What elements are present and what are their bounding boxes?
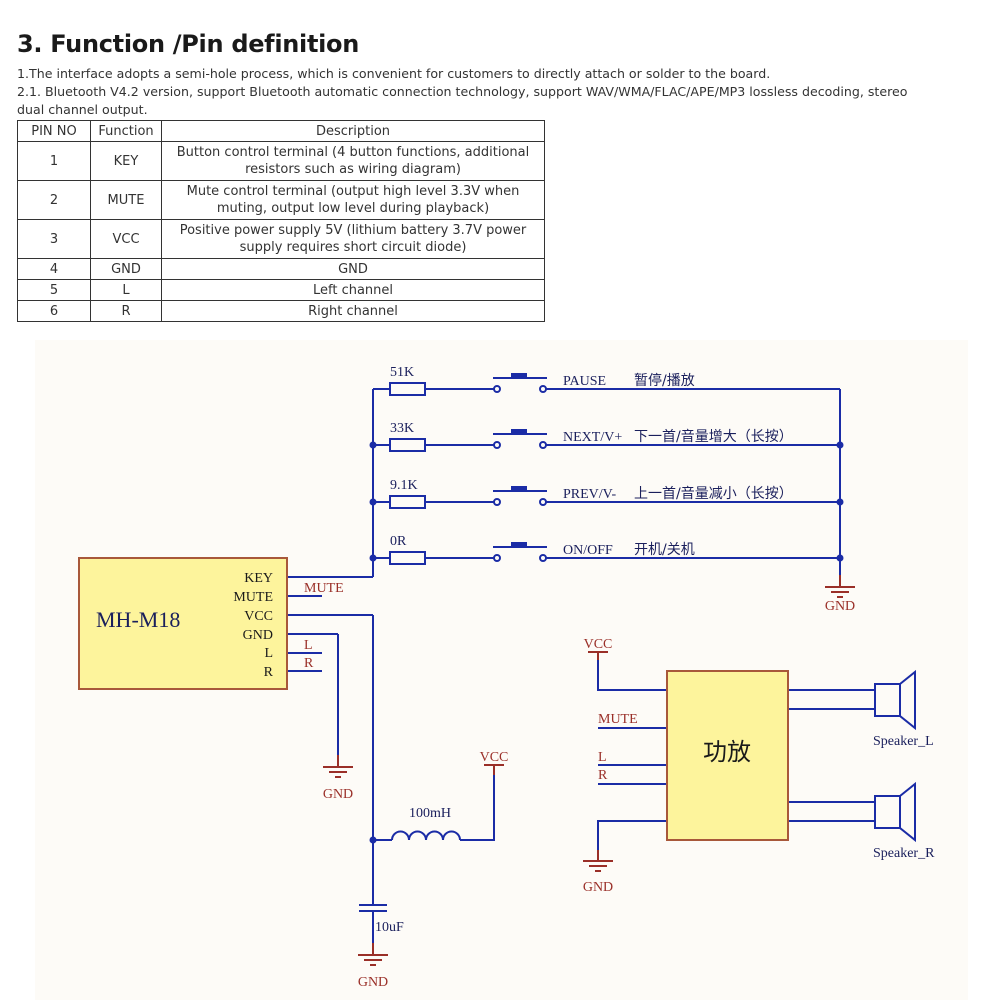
- resistor-label: 51K: [390, 365, 414, 380]
- inductor-label: 100mH: [409, 806, 451, 821]
- description-cell: GND: [161, 258, 545, 280]
- pin-label: R: [264, 665, 274, 680]
- description-cell: Mute control terminal (output high level…: [161, 180, 545, 220]
- push-button-icon: [511, 486, 527, 491]
- junction-dot: [369, 836, 377, 844]
- amplifier-name: 功放: [703, 738, 751, 766]
- speaker-r-label: Speaker_R: [873, 846, 935, 861]
- table-header-row: PIN NO Function Description: [17, 120, 545, 142]
- mh-m18-module: [78, 557, 288, 690]
- pin-label: VCC: [244, 609, 273, 624]
- description-line: resistors such as wiring diagram): [245, 162, 461, 177]
- module-name: MH-M18: [96, 607, 180, 632]
- button-row: 9.1K PREV/V- 上一首/音量减小（长按）: [369, 478, 844, 509]
- paragraph-2-cont: dual channel output.: [17, 102, 148, 117]
- pin-label: MUTE: [233, 590, 273, 605]
- description-cell: Button control terminal (4 button functi…: [161, 141, 545, 181]
- description-cell: Positive power supply 5V (lithium batter…: [161, 219, 545, 259]
- speaker-l-label: Speaker_L: [873, 734, 934, 749]
- function-cell: L: [90, 279, 162, 301]
- switch-terminal: [493, 441, 501, 449]
- pin-cell: 3: [17, 219, 91, 259]
- amp-r-label: R: [598, 768, 608, 783]
- vcc-label: VCC: [584, 637, 613, 652]
- amp-vcc-wire: [597, 660, 667, 691]
- button-row: 51K PAUSE 暂停/播放: [373, 365, 840, 396]
- button-function-cn: 下一首/音量增大（长按）: [634, 428, 793, 445]
- gnd-label: GND: [358, 975, 388, 990]
- button-function-cn: 暂停/播放: [634, 372, 695, 389]
- function-cell: GND: [90, 258, 162, 280]
- capacitor-label: 10uF: [375, 920, 404, 935]
- pin-cell: 5: [17, 279, 91, 301]
- description-line: muting, output low level during playback…: [216, 201, 490, 216]
- pin-cell: 6: [17, 300, 91, 322]
- table-row: 3 VCC Positive power supply 5V (lithium …: [17, 219, 545, 259]
- switch-terminal: [493, 554, 501, 562]
- table-row: 5 L Left channel: [17, 279, 545, 301]
- function-cell: KEY: [90, 141, 162, 181]
- page-title: 3. Function /Pin definition: [17, 30, 360, 58]
- header-pin-no: PIN NO: [17, 120, 91, 142]
- resistor-label: 33K: [390, 421, 414, 436]
- function-cell: VCC: [90, 219, 162, 259]
- header-description: Description: [161, 120, 545, 142]
- gnd-label: GND: [323, 787, 353, 802]
- description-cell: Left channel: [161, 279, 545, 301]
- table-row: 1 KEY Button control terminal (4 button …: [17, 141, 545, 181]
- description-cell: Right channel: [161, 300, 545, 322]
- pin-label: KEY: [244, 571, 273, 586]
- inductor-vcc-wire: [460, 775, 495, 841]
- gnd-label: GND: [825, 599, 855, 614]
- button-function-cn: 上一首/音量减小（长按）: [634, 485, 793, 502]
- switch-terminal: [493, 498, 501, 506]
- vcc-label: VCC: [480, 750, 509, 765]
- table-row: 4 GND GND: [17, 258, 545, 280]
- header-function: Function: [90, 120, 162, 142]
- button-function-label: NEXT/V+: [563, 430, 622, 445]
- table-row: 2 MUTE Mute control terminal (output hig…: [17, 180, 545, 220]
- description-line: supply requires short circuit diode): [239, 240, 467, 255]
- button-function-label: ON/OFF: [563, 543, 613, 558]
- speaker-r-cone: [899, 781, 916, 843]
- paragraph-2: 2.1. Bluetooth V4.2 version, support Blu…: [17, 84, 908, 99]
- pin-cell: 2: [17, 180, 91, 220]
- amplifier-block: [666, 670, 789, 841]
- net-label-l: L: [304, 638, 313, 653]
- button-row: 0R ON/OFF 开机/关机: [369, 534, 844, 565]
- push-button-icon: [511, 373, 527, 378]
- table-row: 6 R Right channel: [17, 300, 545, 322]
- paragraph-1: 1.The interface adopts a semi-hole proce…: [17, 66, 771, 81]
- button-network: 51K PAUSE 暂停/播放 33K NEXT/V+ 下一首/音量增大（长按） 9.1K P…: [369, 365, 844, 565]
- net-label-r: R: [304, 656, 314, 671]
- pin-cell: 4: [17, 258, 91, 280]
- pin-label: L: [264, 646, 273, 661]
- pin-label: GND: [243, 628, 273, 643]
- description-line: Button control terminal (4 button functi…: [176, 145, 530, 160]
- wiring-diagram: 51K PAUSE 暂停/播放 33K NEXT/V+ 下一首/音量增大（长按） 9.1K P…: [35, 340, 968, 1000]
- resistor-label: 9.1K: [390, 478, 418, 493]
- description-line: Mute control terminal (output high level…: [186, 184, 520, 199]
- amp-l-label: L: [598, 750, 607, 765]
- pin-cell: 1: [17, 141, 91, 181]
- description-line: Positive power supply 5V (lithium batter…: [179, 223, 527, 238]
- switch-terminal: [493, 385, 501, 393]
- speaker-l-cone: [899, 669, 916, 731]
- function-cell: MUTE: [90, 180, 162, 220]
- push-button-icon: [511, 429, 527, 434]
- pin-table: PIN NO Function Description 1 KEY Button…: [17, 120, 545, 322]
- amp-mute-label: MUTE: [598, 712, 638, 727]
- net-label-mute: MUTE: [304, 581, 344, 596]
- function-cell: R: [90, 300, 162, 322]
- button-row: 33K NEXT/V+ 下一首/音量增大（长按）: [369, 421, 844, 452]
- resistor-label: 0R: [390, 534, 407, 549]
- button-function-label: PAUSE: [563, 374, 606, 389]
- push-button-icon: [511, 542, 527, 547]
- button-function-cn: 开机/关机: [634, 542, 695, 558]
- button-function-label: PREV/V-: [563, 487, 617, 502]
- inductor-coil: [391, 830, 461, 841]
- gnd-label: GND: [583, 880, 613, 895]
- amp-gnd-wire: [597, 820, 667, 850]
